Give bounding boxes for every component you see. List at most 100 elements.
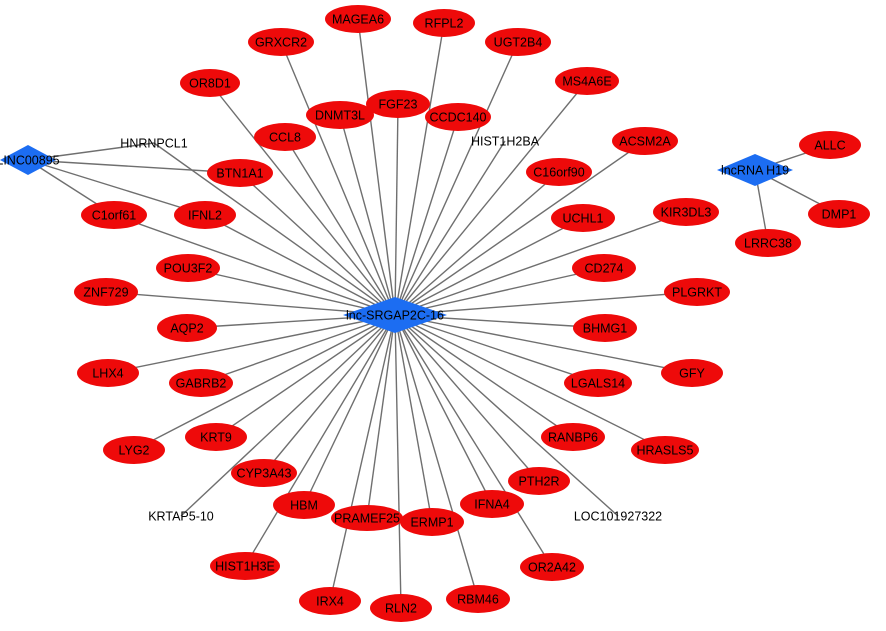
gene-ellipse-shape [520, 553, 584, 581]
node-label: lnc-SRGAP2C-16 [346, 309, 444, 323]
gene-ellipse-shape [508, 467, 570, 495]
edge-lnc-srgap2c-16-fgf23 [394, 103, 399, 316]
node-label: OR8D1 [189, 77, 231, 91]
edge-lnc-srgap2c-16-krtap5-10 [180, 314, 396, 517]
node-label: LRRC38 [744, 237, 792, 251]
edge-linc00895-btn1a1 [27, 159, 241, 174]
edge-lnc-srgap2c-16-ccl8 [284, 136, 396, 316]
node-label: HNRNPCL1 [120, 137, 187, 151]
gene-node-uchl1: UCHL1 [551, 204, 615, 232]
gene-node-or2a42: OR2A42 [520, 553, 584, 581]
node-label: CD274 [585, 262, 624, 276]
edge-lnc-srgap2c-16-gabrb2 [200, 314, 396, 384]
edge-lnc-srgap2c-16-hbm [303, 314, 396, 506]
gene-ellipse-shape [541, 423, 605, 451]
node-label: C16orf90 [533, 166, 584, 180]
node-label: LGALS14 [571, 377, 625, 391]
node-label: AQP2 [170, 322, 203, 336]
gene-ellipse-shape [74, 278, 138, 306]
edge-linc00895-ifnl2 [27, 159, 206, 216]
gene-node-magea6: MAGEA6 [325, 5, 391, 33]
node-label: lncRNA H19 [721, 164, 789, 178]
gene-node-lyg2: LYG2 [103, 436, 165, 464]
edge-lnc-srgap2c-16-hrasls5 [394, 314, 666, 451]
node-label: HBM [290, 499, 318, 513]
gene-node-acsm2a: ACSM2A [612, 127, 678, 155]
edge-lnc-srgap2c-16-acsm2a [394, 140, 646, 316]
gene-node-rln2: RLN2 [370, 594, 432, 622]
node-label: UCHL1 [563, 212, 604, 226]
node-label: KIR3DL3 [661, 206, 712, 220]
gene-node-grxcr2: GRXCR2 [248, 28, 314, 56]
gene-node-hist1h2ba: HIST1H2BA [471, 135, 540, 149]
node-label: LHX4 [92, 367, 123, 381]
gene-node-ccl8: CCL8 [254, 123, 316, 151]
gene-ellipse-shape [210, 552, 280, 580]
gene-node-c16orf90: C16orf90 [526, 158, 592, 186]
node-label: RBM46 [457, 593, 499, 607]
node-label: ERMP1 [410, 516, 453, 530]
edge-lnc-srgap2c-16-ifna4 [394, 314, 493, 505]
gene-node-ranbp6: RANBP6 [541, 423, 605, 451]
gene-node-cd274: CD274 [572, 254, 636, 282]
gene-ellipse-shape [653, 198, 719, 226]
gene-node-c1orf61: C1orf61 [81, 201, 147, 229]
node-label: HIST1H3E [215, 560, 275, 574]
gene-ellipse-shape [808, 200, 870, 228]
node-label: KRT9 [200, 431, 232, 445]
gene-node-hbm: HBM [273, 491, 335, 519]
gene-node-loc101927322: LOC101927322 [574, 510, 662, 524]
hub-diamond-shape [717, 154, 793, 186]
node-label: C1orf61 [92, 209, 137, 223]
gene-node-hrasls5: HRASLS5 [631, 436, 699, 464]
edge-lnc-srgap2c-16-magea6 [357, 18, 396, 316]
edge-lnc-srgap2c-16-krt9 [215, 314, 396, 438]
gene-node-fgf23: FGF23 [366, 90, 430, 118]
gene-node-rfpl2: RFPL2 [413, 9, 475, 37]
node-label: LINC00895 [0, 154, 60, 168]
node-label: HRASLS5 [637, 444, 694, 458]
edge-lnc-srgap2c-16-irx4 [329, 314, 396, 602]
gene-ellipse-shape [157, 314, 217, 342]
gene-node-irx4: IRX4 [299, 587, 361, 615]
node-label: GFY [679, 367, 705, 381]
node-label: POU3F2 [164, 262, 213, 276]
gene-node-gfy: GFY [661, 359, 723, 387]
edge-lnc-srgap2c-16-ccdc140 [394, 116, 459, 316]
gene-node-kir3dl3: KIR3DL3 [653, 198, 719, 226]
gene-node-krtap5-10: KRTAP5-10 [148, 510, 214, 524]
edge-lnc-srgap2c-16-ranbp6 [394, 314, 574, 438]
gene-node-lhx4: LHX4 [77, 359, 139, 387]
gene-ellipse-shape [551, 204, 615, 232]
gene-ellipse-shape [273, 491, 335, 519]
gene-node-pramef25: PRAMEF25 [331, 505, 403, 531]
edge-lnc-srgap2c-16-or8d1 [209, 82, 396, 316]
gene-node-lrrc38: LRRC38 [735, 229, 801, 257]
node-label: PLGRKT [672, 286, 722, 300]
gene-ellipse-shape [485, 28, 551, 56]
gene-node-bhmg1: BHMG1 [573, 314, 637, 342]
gene-ellipse-shape [207, 159, 273, 187]
gene-node-allc: ALLC [799, 131, 861, 159]
node-label: BTN1A1 [216, 167, 263, 181]
gene-ellipse-shape [185, 423, 247, 451]
edge-lnc-srgap2c-16-c16orf90 [394, 171, 560, 316]
node-label: DMP1 [822, 208, 857, 222]
gene-ellipse-shape [564, 369, 632, 397]
edge-lnc-srgap2c-16-ugt2b4 [394, 41, 519, 316]
gene-ellipse-shape [460, 490, 524, 518]
gene-ellipse-shape [103, 436, 165, 464]
edge-layer [27, 18, 840, 609]
node-label: CCL8 [269, 131, 301, 145]
gene-node-ermp1: ERMP1 [400, 508, 464, 536]
edge-lnc-srgap2c-16-lgals14 [394, 314, 599, 384]
node-label: IRX4 [316, 595, 344, 609]
gene-node-or8d1: OR8D1 [180, 69, 240, 97]
hub-node-lncrna-h19: lncRNA H19 [717, 154, 793, 186]
gene-ellipse-shape [526, 158, 592, 186]
edge-lnc-srgap2c-16-rln2 [394, 314, 402, 609]
edge-lnc-srgap2c-16-lhx4 [107, 314, 396, 374]
edge-lnc-srgap2c-16-rbm46 [394, 314, 479, 600]
